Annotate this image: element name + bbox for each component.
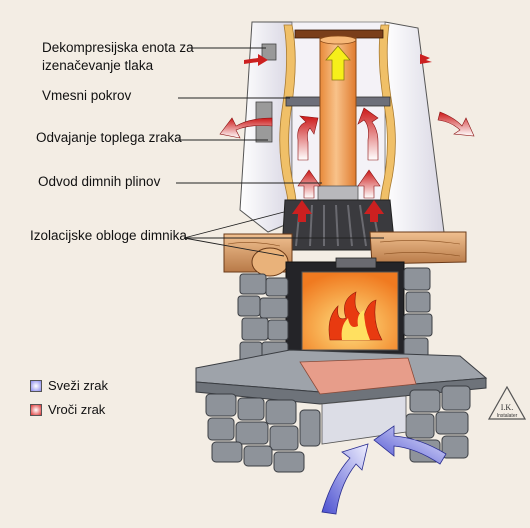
label-intermediate-cover: Vmesni pokrov xyxy=(42,88,132,103)
label-hot-air-outlet: Odvajanje toplega zraka xyxy=(36,130,182,145)
hot-air-arrow-left-out xyxy=(219,117,273,139)
hot-air-arrow-inner-1 xyxy=(297,115,319,161)
fresh-air-arrow-right xyxy=(373,425,447,465)
fire-core xyxy=(341,310,370,340)
stone-pillar-right xyxy=(403,267,433,359)
hot-air-arrow-right-out xyxy=(437,111,475,137)
flue-collar xyxy=(317,185,359,201)
label-chimney-insulation: Izolacijske obloge dimnika xyxy=(30,228,187,243)
hot-air-arrow-inner-3 xyxy=(297,169,321,199)
fresh-air-arrow-left xyxy=(321,443,369,515)
hearth-brick xyxy=(299,357,417,395)
installer-logo: I.K. Instalater xyxy=(488,386,526,420)
logo-line1: I.K. xyxy=(501,403,513,412)
flue-pipe-top xyxy=(319,35,357,45)
hot-air-arrow-inner-4 xyxy=(357,169,381,199)
base-stones xyxy=(205,385,471,473)
logo-line2: Instalater xyxy=(497,413,518,419)
legend-fresh-air-label: Sveži zrak xyxy=(48,378,108,393)
legend-fresh-air: Sveži zrak xyxy=(30,378,108,393)
wood-beam-left-end xyxy=(251,247,289,277)
flue-up-arrow xyxy=(325,45,351,81)
wood-beam-right xyxy=(369,231,467,265)
label-flue-outlet: Odvod dimnih plinov xyxy=(38,174,161,189)
fire-flames xyxy=(328,291,383,341)
legend-hot-air-label: Vroči zrak xyxy=(48,402,106,417)
hot-air-arrow-top-right xyxy=(420,54,432,64)
label-decompression-line2: izenačevanje tlaka xyxy=(42,58,154,73)
decompression-unit xyxy=(261,43,277,61)
hot-air-swatch xyxy=(30,403,42,416)
fresh-air-swatch xyxy=(30,379,42,392)
label-decompression-line1: Dekompresijska enota za xyxy=(42,40,194,55)
hot-air-arrow-inner-6 xyxy=(364,200,384,222)
hot-air-arrow-inner-2 xyxy=(357,107,379,161)
hot-air-arrow-top-left xyxy=(244,54,268,66)
legend-hot-air: Vroči zrak xyxy=(30,402,105,417)
callout-lines xyxy=(176,47,384,257)
hot-air-arrow-inner-5 xyxy=(292,200,312,222)
firebox-baffle xyxy=(335,257,377,269)
